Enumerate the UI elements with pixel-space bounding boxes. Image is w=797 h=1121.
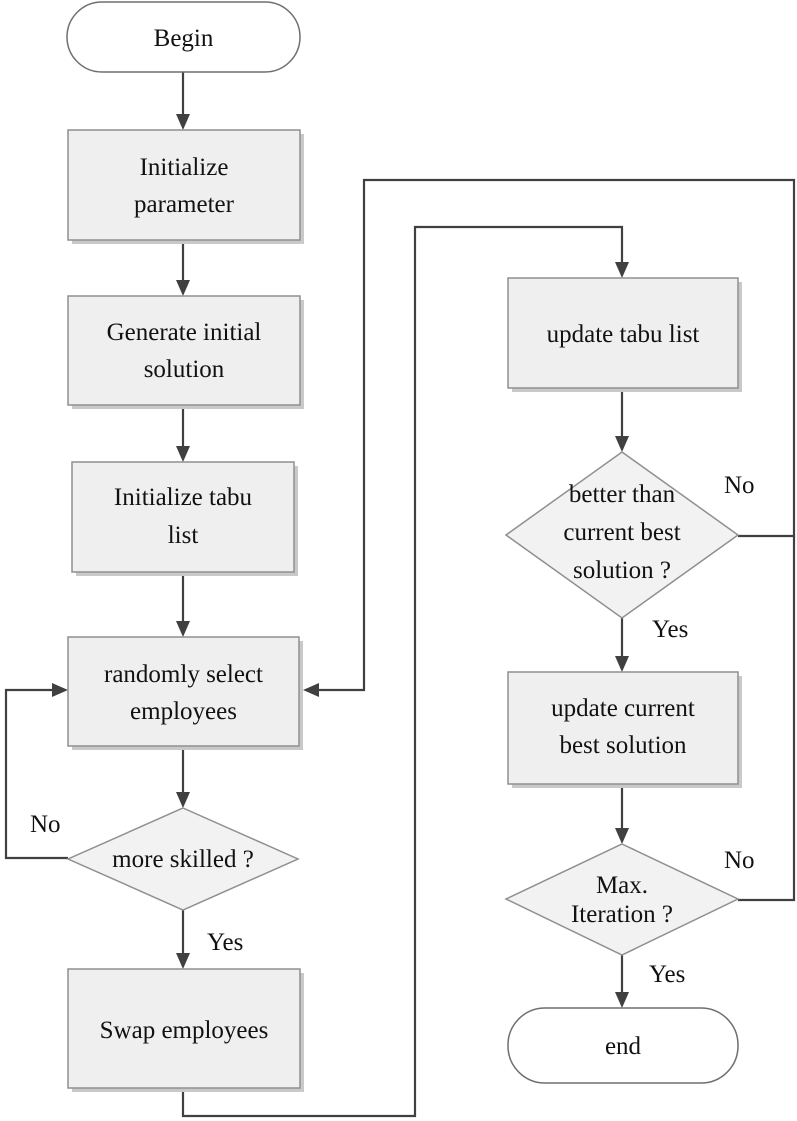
label-more-skilled-yes: Yes [207, 929, 243, 956]
node-max-iteration-line-2: Iteration ? [571, 901, 673, 928]
node-initialize-tabu-list-line-2: list [168, 522, 199, 549]
node-end-label: end [605, 1033, 642, 1060]
arrowhead [176, 446, 190, 462]
node-update-tabu-list-label: update tabu list [547, 321, 700, 348]
node-max-iteration-line-1: Max. [596, 872, 648, 899]
node-generate-initial-solution-line-2: solution [144, 356, 225, 383]
arrowhead [176, 280, 190, 296]
arrowhead [176, 621, 190, 637]
arrowhead [615, 656, 629, 672]
edge-more-skilled-no-loop [4, 688, 68, 860]
node-randomly-select-employees: randomly select employees [67, 636, 303, 750]
node-initialize-tabu-list: Initialize tabu list [71, 461, 298, 576]
arrowhead [615, 262, 629, 278]
node-begin-label: Begin [154, 25, 214, 52]
label-more-skilled-no: No [30, 811, 61, 838]
label-better-than-no: No [724, 472, 755, 499]
edge-max-iter-no-loop [738, 536, 796, 902]
node-begin: Begin [66, 1, 301, 73]
arrowhead [52, 683, 68, 697]
node-better-than-line-2: current best [563, 519, 680, 546]
node-end: end [507, 1007, 739, 1084]
arrowhead [176, 114, 190, 130]
node-better-than-decision: better than current best solution ? [504, 451, 740, 619]
node-initialize-parameter-line-1: Initialize [140, 154, 229, 181]
node-generate-initial-solution-line-1: Generate initial [107, 319, 262, 346]
edge-labels: No Yes No Yes No Yes [30, 472, 755, 988]
node-update-current-best-solution: update current best solution [507, 671, 742, 788]
arrowhead [615, 828, 629, 844]
label-max-iteration-no: No [724, 847, 755, 874]
label-max-iteration-yes: Yes [649, 961, 685, 988]
arrowhead [176, 953, 190, 969]
arrowhead [176, 792, 190, 808]
node-better-than-line-3: solution ? [573, 557, 671, 584]
node-max-iteration-decision: Max. Iteration ? [504, 843, 740, 956]
edge-swap-to-update-tabu [181, 225, 624, 1118]
node-initialize-parameter-line-2: parameter [134, 191, 235, 218]
node-swap-employees: Swap employees [67, 968, 304, 1092]
node-update-current-best-line-2: best solution [559, 732, 687, 759]
edge-better-than-no-loop [319, 178, 796, 692]
node-more-skilled-decision: more skilled ? [66, 807, 300, 911]
node-more-skilled-label: more skilled ? [112, 846, 254, 873]
node-initialize-parameter: Initialize parameter [67, 129, 304, 244]
label-better-than-yes: Yes [652, 616, 688, 643]
node-randomly-select-employees-line-2: employees [130, 698, 237, 725]
arrowhead [615, 992, 629, 1008]
edges [4, 72, 796, 1118]
arrowhead [303, 683, 319, 697]
node-generate-initial-solution: Generate initial solution [67, 295, 304, 409]
node-update-current-best-line-1: update current [551, 695, 695, 722]
node-initialize-tabu-list-line-1: Initialize tabu [114, 484, 253, 511]
node-better-than-line-1: better than [569, 481, 676, 508]
node-update-tabu-list: update tabu list [507, 277, 742, 392]
node-randomly-select-employees-line-1: randomly select [104, 661, 263, 688]
node-swap-employees-label: Swap employees [100, 1017, 269, 1044]
arrowhead [615, 436, 629, 452]
